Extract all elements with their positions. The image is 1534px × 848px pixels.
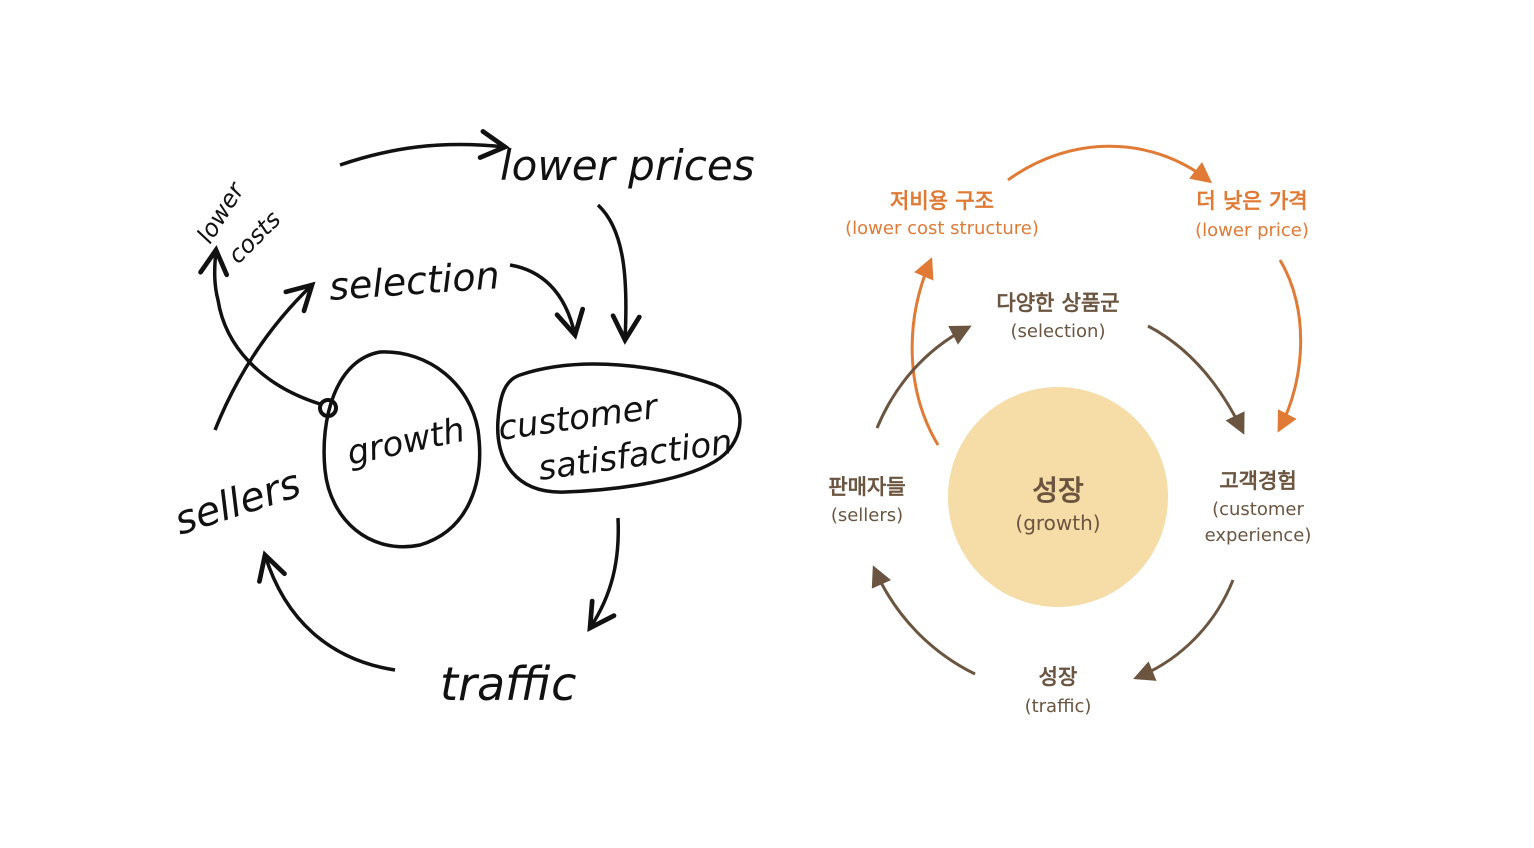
- lower-cost-label-ko: 저비용 구조: [890, 189, 994, 213]
- arrow-lower-prices-down: [596, 203, 642, 345]
- flywheel-diagram: 성장 (growth) 저비용 구조 (lower cost structure…: [780, 0, 1534, 848]
- arrow-selection-to-customer: [1147, 324, 1245, 435]
- arrow-sellers-to-selection: [213, 281, 316, 431]
- customer-label-ko: 고객경험: [1219, 469, 1296, 493]
- lower-price-label-en: (lower price): [1195, 220, 1309, 241]
- growth-blob: [322, 350, 482, 549]
- lower-price-label-ko: 더 낮은 가격: [1196, 189, 1307, 213]
- arrow-lower-cost-to-lower-price: [1007, 144, 1213, 184]
- arrow-sellers-to-selection: [875, 325, 972, 429]
- lower-cost-label-en: (lower cost structure): [845, 218, 1039, 239]
- traffic-label-en: (traffic): [1025, 696, 1092, 717]
- junction-dot: [318, 398, 338, 418]
- customer-satisfaction-blob: [495, 362, 742, 494]
- arrow-growth-to-lower-costs: [198, 245, 321, 406]
- selection-label-ko: 다양한 상품군: [996, 291, 1119, 315]
- sketch-growth: growth: [344, 410, 469, 474]
- arrow-growth-to-lower-cost: [910, 257, 940, 446]
- arrow-customer-to-traffic: [587, 517, 621, 633]
- sketch-lower-prices: lower prices: [500, 141, 755, 190]
- center-label-en: (growth): [1015, 511, 1100, 535]
- arrow-traffic-to-sellers: [257, 550, 396, 672]
- center-label-ko: 성장: [1032, 474, 1084, 507]
- sketch-selection: selection: [328, 253, 501, 309]
- arrow-lower-costs-to-lower-prices: [339, 129, 510, 167]
- arrow-customer-to-traffic: [1133, 579, 1235, 681]
- growth-center-circle: [948, 387, 1168, 607]
- arrow-traffic-to-sellers: [871, 565, 976, 676]
- customer-label-en-line2: experience): [1205, 525, 1312, 546]
- sketch-canvas: lower prices lower costs selection growt…: [169, 129, 755, 711]
- arrow-lower-price-to-customer: [1277, 259, 1303, 433]
- hand-drawn-flywheel-sketch: lower prices lower costs selection growt…: [169, 129, 755, 711]
- sellers-label-ko: 판매자들: [828, 475, 905, 499]
- sellers-label-en: (sellers): [831, 505, 903, 526]
- sketch-sellers: sellers: [169, 461, 306, 545]
- arrow-selection-to-customer: [509, 263, 586, 340]
- selection-label-en: (selection): [1011, 321, 1106, 342]
- diagram-canvas: 성장 (growth) 저비용 구조 (lower cost structure…: [828, 144, 1312, 717]
- customer-label-en-line1: (customer: [1212, 499, 1304, 520]
- traffic-label-ko: 성장: [1039, 665, 1078, 689]
- sketch-traffic: traffic: [440, 657, 576, 711]
